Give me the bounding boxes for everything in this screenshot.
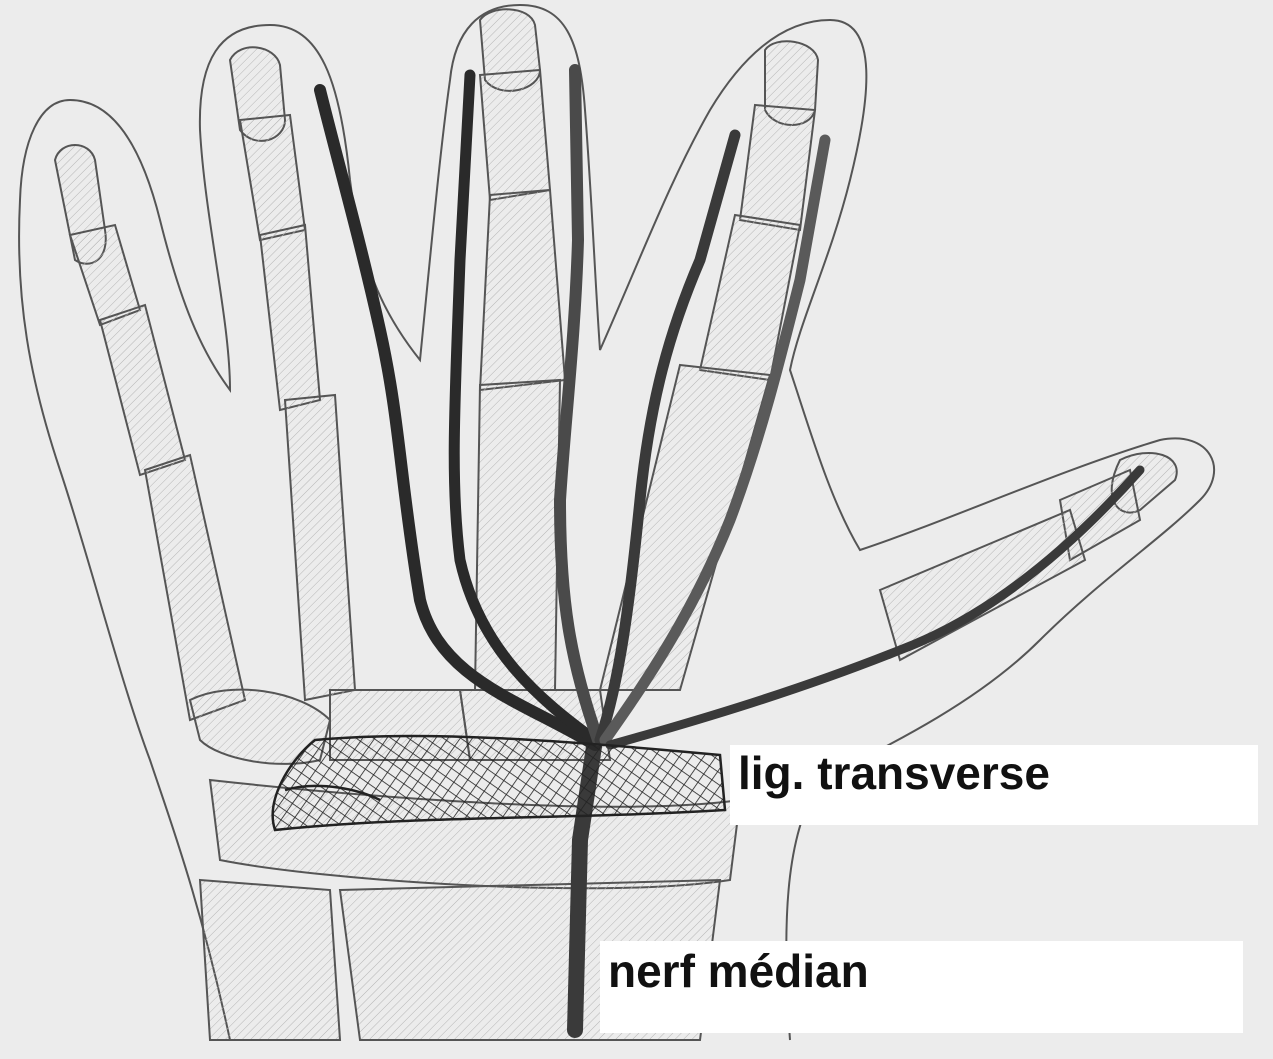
nerve-label: nerf médian — [600, 941, 1243, 1033]
finger-bones — [55, 9, 1177, 720]
ligament-label: lig. transverse — [730, 745, 1258, 825]
